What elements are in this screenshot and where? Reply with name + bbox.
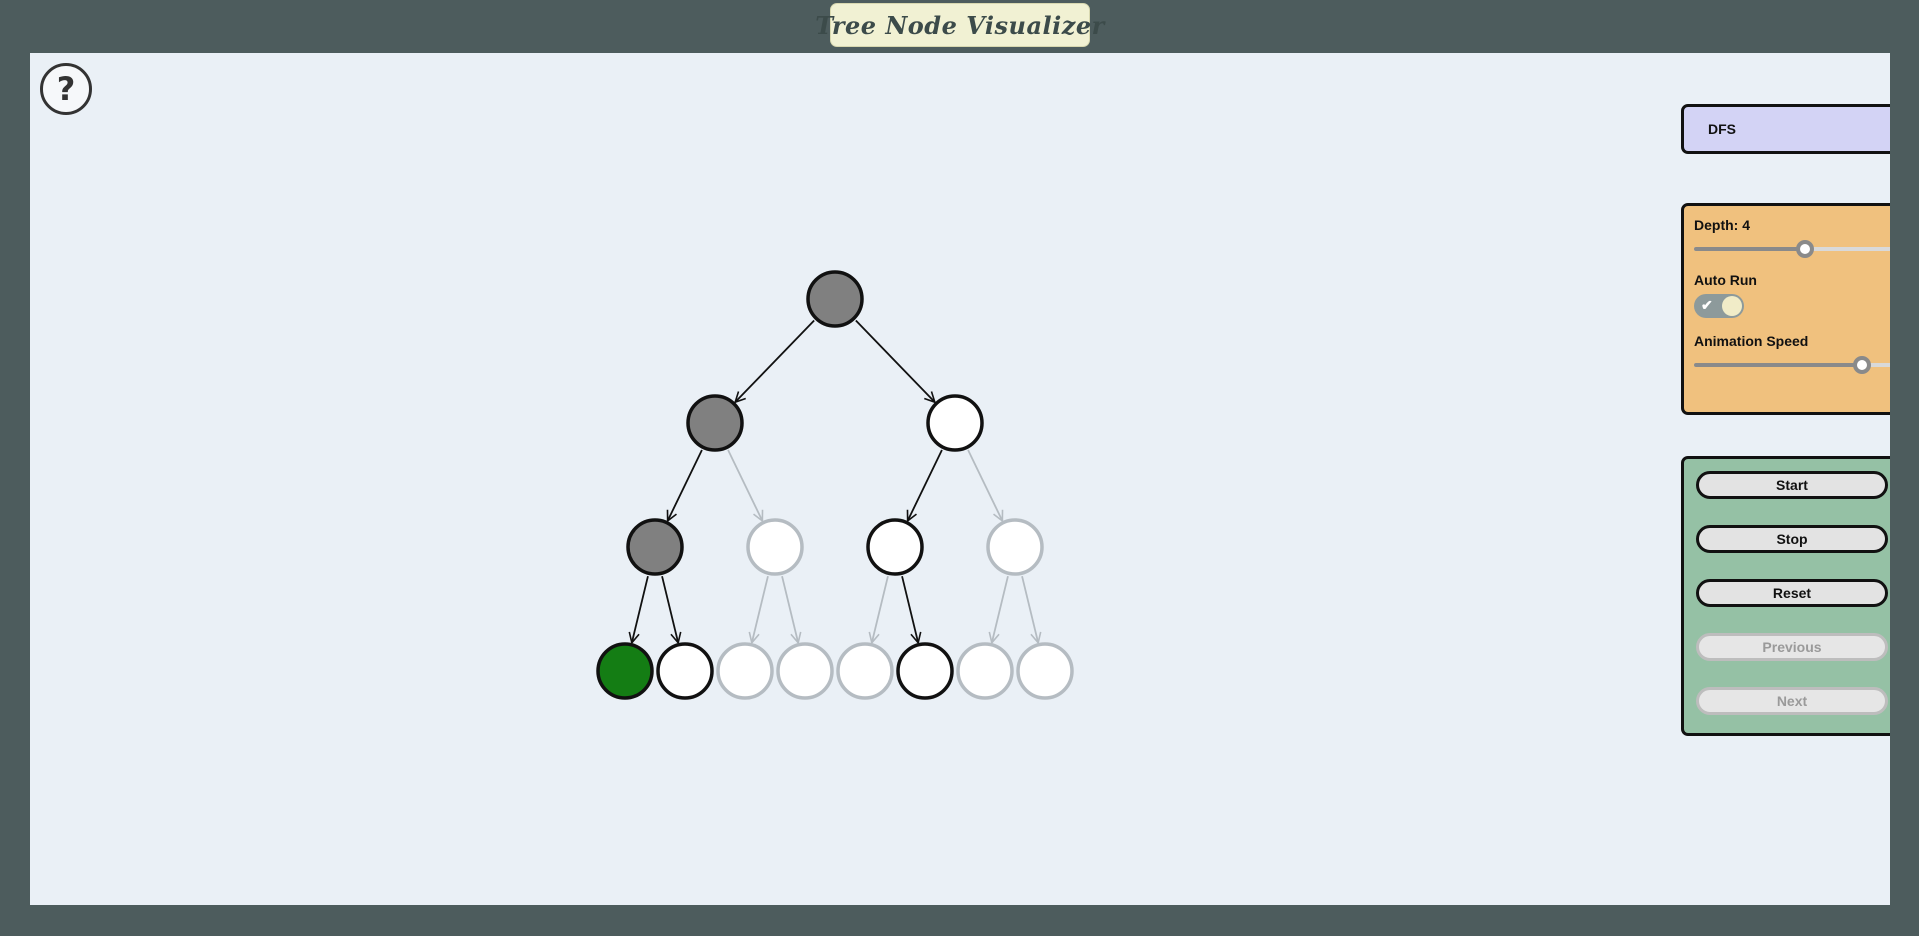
toggle-knob <box>1722 296 1742 316</box>
tree-edge <box>855 319 935 403</box>
help-icon: ? <box>56 70 76 108</box>
algorithm-label: DFS <box>1708 121 1736 137</box>
app-title-badge: Tree Node Visualizer <box>815 3 1104 47</box>
tree-nodes <box>596 270 1074 700</box>
depth-label: Depth: 4 <box>1694 217 1750 233</box>
tree-node[interactable] <box>626 518 684 576</box>
animation-speed-slider[interactable] <box>1694 354 1890 376</box>
start-button[interactable]: Start <box>1696 471 1888 499</box>
depth-slider-thumb[interactable] <box>1796 240 1814 258</box>
algorithm-selector[interactable]: DFS <box>1681 104 1890 154</box>
tree-edge <box>901 575 918 643</box>
tree-edge <box>668 449 703 521</box>
tree-edge <box>1021 575 1038 643</box>
auto-run-label: Auto Run <box>1694 272 1757 288</box>
tree-node[interactable] <box>836 642 894 700</box>
stop-button[interactable]: Stop <box>1696 525 1888 553</box>
tree-node[interactable] <box>866 518 924 576</box>
tree-node[interactable] <box>776 642 834 700</box>
depth-slider[interactable] <box>1694 238 1890 260</box>
reset-button[interactable]: Reset <box>1696 579 1888 607</box>
tree-edge <box>727 449 762 521</box>
tree-node[interactable] <box>596 642 654 700</box>
tree-diagram <box>596 270 1074 700</box>
tree-edge <box>967 449 1002 521</box>
speed-slider-fill <box>1694 363 1862 367</box>
tree-edge <box>632 575 649 643</box>
settings-panel: Depth: 4 Auto Run ✔ Animation Speed <box>1681 203 1890 415</box>
tree-node[interactable] <box>926 394 984 452</box>
tree-edge <box>735 319 815 403</box>
tree-node[interactable] <box>1016 642 1074 700</box>
tree-edge <box>781 575 798 643</box>
auto-run-toggle[interactable]: ✔ <box>1694 294 1744 318</box>
app-title: Tree Node Visualizer <box>815 10 1105 40</box>
tree-node[interactable] <box>806 270 864 328</box>
tree-node[interactable] <box>686 394 744 452</box>
tree-node[interactable] <box>896 642 954 700</box>
tree-edge <box>872 575 889 643</box>
speed-slider-thumb[interactable] <box>1853 356 1871 374</box>
tree-node[interactable] <box>656 642 714 700</box>
check-icon: ✔ <box>1701 297 1713 313</box>
tree-node[interactable] <box>716 642 774 700</box>
tree-edges <box>632 319 1038 643</box>
tree-edge <box>752 575 769 643</box>
help-button[interactable]: ? <box>40 63 92 115</box>
tree-edge <box>992 575 1009 643</box>
tree-node[interactable] <box>986 518 1044 576</box>
tree-edge <box>908 449 943 521</box>
animation-speed-label: Animation Speed <box>1694 333 1809 349</box>
visualizer-canvas: ? DFS Depth: 4 Auto Run ✔ Animation Spee… <box>30 53 1890 905</box>
next-button[interactable]: Next <box>1696 687 1888 715</box>
depth-slider-fill <box>1694 247 1805 251</box>
controls-panel: Start Stop Reset Previous Next <box>1681 456 1890 736</box>
tree-node[interactable] <box>746 518 804 576</box>
tree-node[interactable] <box>956 642 1014 700</box>
previous-button[interactable]: Previous <box>1696 633 1888 661</box>
tree-edge <box>661 575 678 643</box>
